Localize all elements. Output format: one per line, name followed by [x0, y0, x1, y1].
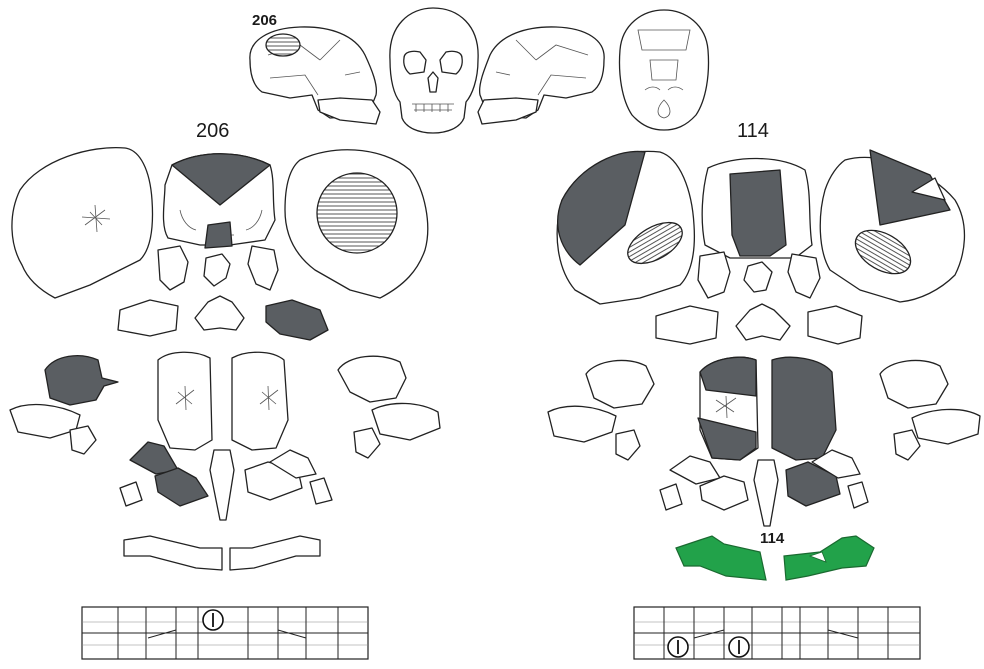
affected-vault-right: [730, 170, 786, 256]
skull-lateral-right: [478, 27, 604, 124]
affected-maxilla-upper-right: [700, 357, 756, 396]
right-panel: [548, 150, 980, 580]
skull-basal: [620, 10, 709, 130]
mandible-green-right: [784, 536, 874, 580]
skull-lateral-left: [250, 27, 380, 124]
affected-nasal-left: [205, 222, 232, 248]
affected-maxilla-lower-left: [155, 468, 208, 506]
left-panel: [10, 148, 440, 570]
skull-frontal: [390, 8, 478, 133]
tooth-chart-left: [82, 607, 368, 659]
tooth-chart-right: [634, 607, 920, 659]
affected-maxilla-r: [772, 357, 836, 460]
left-maxilla-r: [232, 352, 288, 450]
mandible-green-left: [676, 536, 766, 580]
lesion-hatched-lateral: [266, 34, 300, 56]
mandible-left-r: [230, 536, 320, 570]
mandible-label: 114: [760, 530, 784, 547]
mandible-left-l: [124, 536, 222, 570]
right-panel-label: 114: [737, 120, 769, 143]
left-parietal: [12, 148, 153, 298]
affected-temporal-left: [266, 300, 328, 340]
left-panel-label: 206: [196, 120, 229, 143]
lesion-hatched-parietal: [317, 173, 397, 253]
left-maxilla-l: [158, 352, 212, 450]
top-view-label: 206: [252, 12, 277, 29]
affected-zygomatic-left: [45, 356, 118, 405]
